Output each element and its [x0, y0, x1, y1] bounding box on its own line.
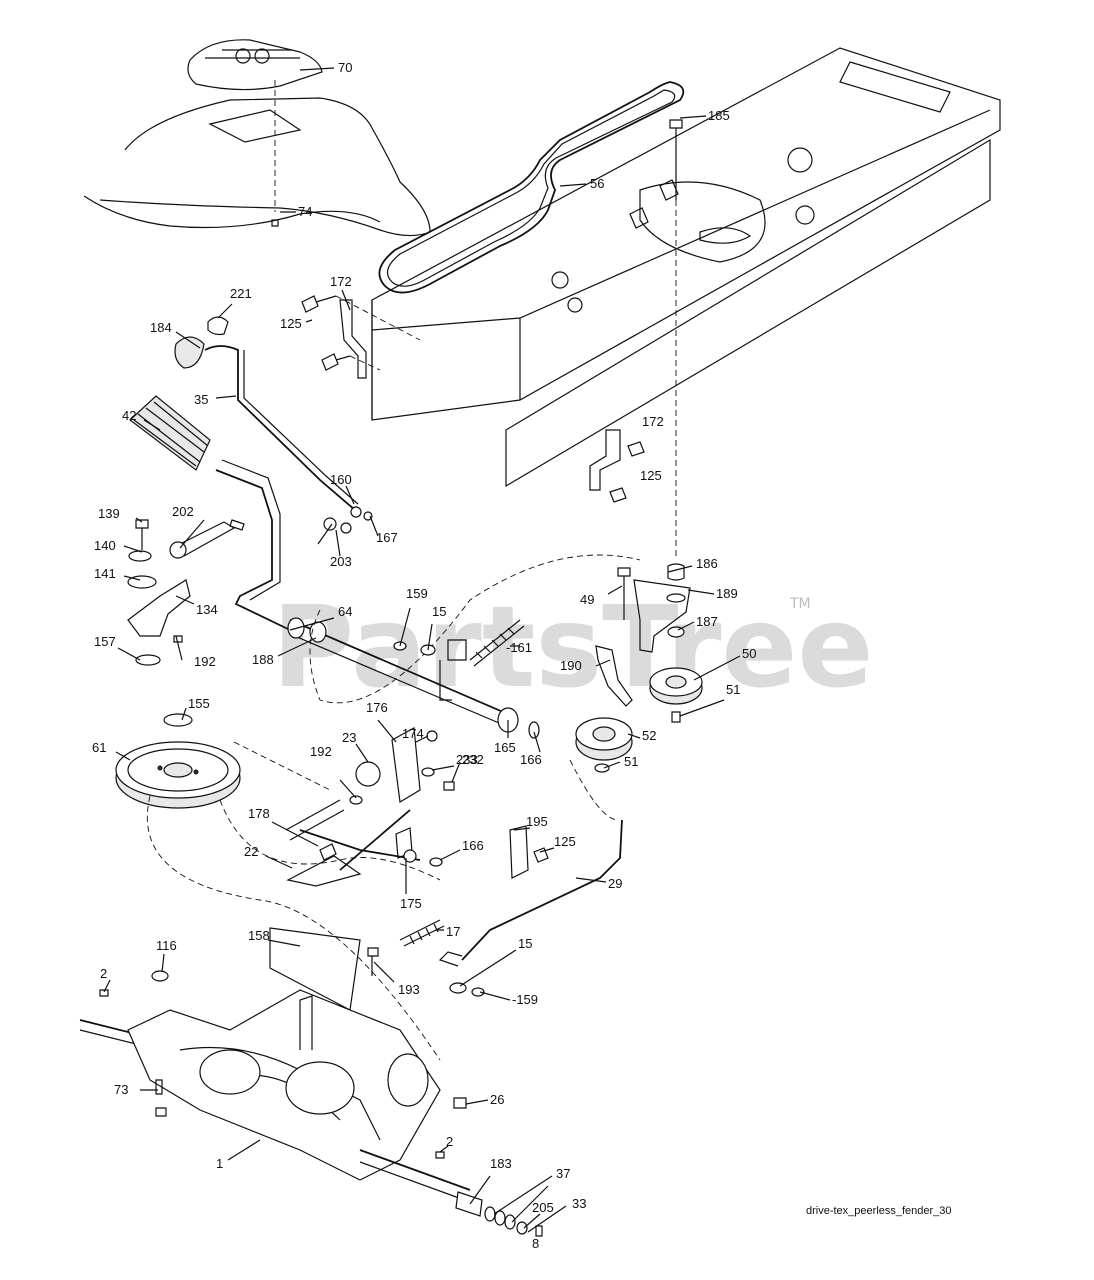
axle-hardware [455, 1191, 543, 1237]
label-15-center: 15 [432, 604, 446, 619]
label-26: 26 [490, 1092, 504, 1107]
label-15-lower: 15 [518, 936, 532, 951]
label-22: 22 [244, 844, 258, 859]
label-116: 116 [156, 938, 177, 953]
tractor-frame [371, 47, 1001, 488]
label-134: 134 [196, 602, 218, 617]
label-232: 232 [462, 752, 484, 767]
label-192-left: 192 [194, 654, 216, 669]
label-205: 205 [532, 1200, 554, 1215]
label-140: 140 [94, 538, 116, 553]
label-166-lower: 166 [462, 838, 484, 853]
parking-brake-bracket [127, 519, 245, 666]
label-23: 23 [342, 730, 356, 745]
label-203: 203 [330, 554, 352, 569]
bracket-172-lower [589, 429, 645, 503]
label-2-left: 2 [100, 966, 107, 981]
label-184: 184 [150, 320, 172, 335]
label-51-lower: 51 [624, 754, 638, 769]
label-172-upper: 172 [330, 274, 352, 289]
diagram-caption: drive-tex_peerless_fender_30 [806, 1205, 952, 1217]
part-number-labels: 70 74 56 185 221 172 184 125 35 42 160 1… [92, 60, 756, 1251]
label-17: 17 [446, 924, 460, 939]
label-195: 195 [526, 814, 548, 829]
transmission-pulley [115, 713, 441, 1061]
label-61: 61 [92, 740, 106, 755]
label-160-upper: 160 [330, 472, 352, 487]
label-50: 50 [742, 646, 756, 661]
label-125-mid: 125 [640, 468, 662, 483]
label-35: 35 [194, 392, 208, 407]
label-33: 33 [572, 1196, 586, 1211]
label-233: 233 [456, 752, 478, 767]
bolt-185 [669, 119, 683, 560]
leader-lines [103, 67, 741, 1233]
label-190: 190 [560, 658, 582, 673]
brake-pedal-pad [129, 395, 291, 631]
watermark-trademark: TM [789, 596, 811, 612]
label-175: 175 [400, 896, 422, 911]
label-172-lower: 172 [642, 414, 664, 429]
label-49: 49 [580, 592, 594, 607]
label-166-upper: 166 [520, 752, 542, 767]
watermark-text: PartsTree [272, 583, 873, 713]
label-221: 221 [230, 286, 252, 301]
label-139: 139 [98, 506, 120, 521]
transaxle [79, 927, 471, 1203]
label-73: 73 [114, 1082, 128, 1097]
label-51-right: 51 [726, 682, 740, 697]
label-70: 70 [338, 60, 352, 75]
label-8: 8 [532, 1236, 539, 1251]
label-29: 29 [608, 876, 622, 891]
label-189: 189 [716, 586, 738, 601]
label-74: 74 [298, 204, 312, 219]
label-2-right: 2 [446, 1134, 453, 1149]
brake-rod-assembly [174, 316, 373, 534]
label-193: 193 [398, 982, 420, 997]
linkage-rod-29 [399, 759, 623, 997]
label-1: 1 [216, 1156, 223, 1171]
label-187: 187 [696, 614, 718, 629]
label-176: 176 [366, 700, 388, 715]
label-161: -161 [506, 640, 532, 655]
label-185: 185 [708, 108, 730, 123]
label-125-lower: 125 [554, 834, 576, 849]
control-lever-assembly [285, 727, 455, 887]
label-188: 188 [252, 652, 274, 667]
label-158: 158 [248, 928, 270, 943]
bracket-172-upper [301, 295, 421, 379]
label-167: 167 [376, 530, 398, 545]
label-192-center: 192 [310, 744, 332, 759]
drive-belt [378, 81, 685, 294]
label-125-upper: 125 [280, 316, 302, 331]
label-165: 165 [494, 740, 516, 755]
label-56: 56 [590, 176, 604, 191]
label-155: 155 [188, 696, 210, 711]
label-52: 52 [642, 728, 656, 743]
label-174: 174 [402, 726, 424, 741]
pedal-shaft [287, 554, 641, 739]
fender-assembly [83, 39, 431, 237]
label-186: 186 [696, 556, 718, 571]
label-178: 178 [248, 806, 270, 821]
label-202: 202 [172, 504, 194, 519]
idler-pulley-52 [575, 717, 633, 773]
label-141: 141 [94, 566, 116, 581]
label-159-lower: -159 [512, 992, 538, 1007]
label-157: 157 [94, 634, 116, 649]
label-159-center: 159 [406, 586, 428, 601]
label-37: 37 [556, 1166, 570, 1181]
label-42: 42 [122, 408, 136, 423]
label-183: 183 [490, 1156, 512, 1171]
label-64: 64 [338, 604, 352, 619]
idler-pulley-50 [649, 667, 703, 723]
